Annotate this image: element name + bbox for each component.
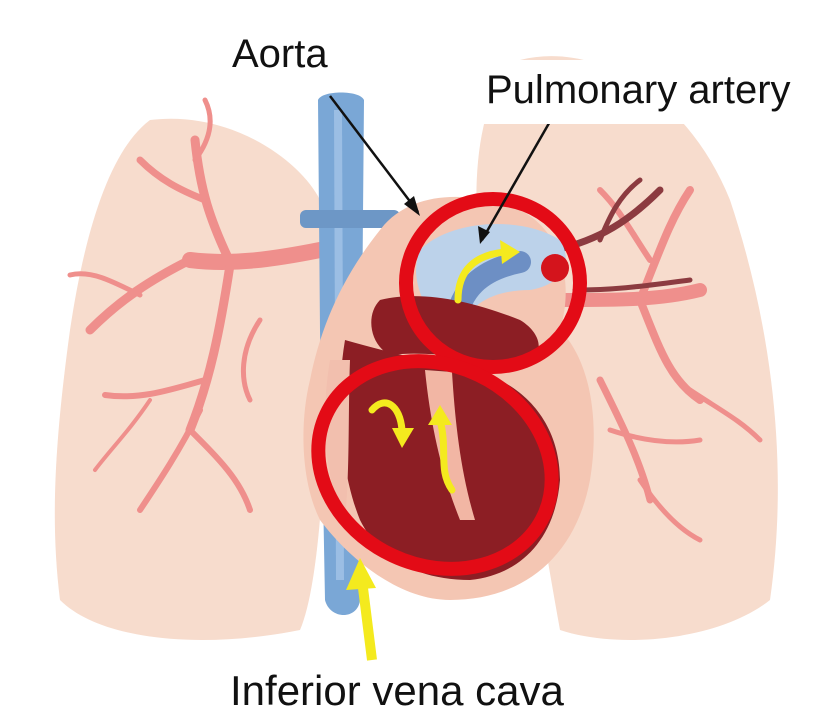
ivc-flow-arrow [362, 580, 372, 660]
aorta-label: Aorta [218, 22, 342, 90]
pulmonary-artery-label: Pulmonary artery [472, 60, 801, 124]
inferior-vena-cava-label: Inferior vena cava [230, 670, 564, 712]
